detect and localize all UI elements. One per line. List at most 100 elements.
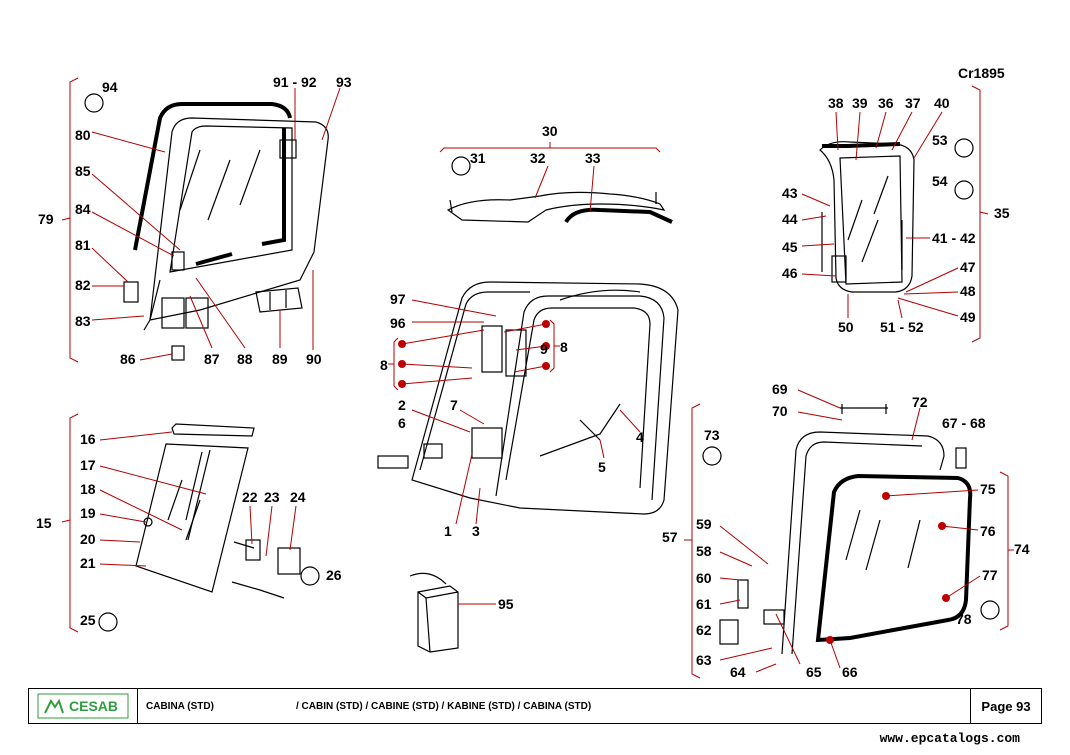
cesab-logo-icon: CESAB (37, 693, 129, 719)
control-unit-group: 95 (409, 572, 514, 653)
callout-60: 60 (696, 570, 712, 586)
callout-32: 32 (530, 150, 546, 166)
callout-96: 96 (390, 315, 406, 331)
roof-panel-part (446, 191, 666, 223)
callout-87: 87 (204, 351, 220, 367)
callout-89: 89 (272, 351, 288, 367)
callout-44: 44 (782, 211, 798, 227)
callout-31: 31 (470, 150, 486, 166)
callout-6: 6 (398, 415, 406, 431)
callout-49: 49 (960, 309, 976, 325)
callout-23: 23 (264, 489, 280, 505)
callout-74: 74 (1014, 541, 1030, 557)
callout-8-left: 8 (380, 357, 388, 373)
callout-82: 82 (75, 277, 91, 293)
callout-15: 15 (36, 515, 52, 531)
callout-75: 75 (980, 481, 996, 497)
callout-61: 61 (696, 596, 712, 612)
callout-25: 25 (80, 612, 96, 628)
side-window-frame-part (819, 141, 915, 293)
door-glass-seal-part (815, 473, 973, 643)
callout-50: 50 (838, 319, 854, 335)
callout-37: 37 (905, 95, 921, 111)
callout-48: 48 (960, 283, 976, 299)
callout-35: 35 (994, 205, 1010, 221)
callout-24: 24 (290, 489, 306, 505)
callout-46: 46 (782, 265, 798, 281)
exploded-parts-diagram: 94 80 85 79 84 81 82 83 86 87 88 89 90 9… (36, 65, 1030, 680)
callout-54: 54 (932, 173, 948, 189)
door-frame-part-right (781, 431, 945, 655)
callout-22: 22 (242, 489, 258, 505)
callout-7: 7 (450, 397, 458, 413)
callout-51-52: 51 - 52 (880, 319, 924, 335)
callout-3: 3 (472, 523, 480, 539)
right-door-group: 69 70 72 67 - 68 73 75 76 74 77 78 57 59… (662, 381, 1030, 680)
callout-64: 64 (730, 664, 746, 680)
callout-79: 79 (38, 211, 54, 227)
cab-frame-part (411, 281, 679, 515)
callout-78: 78 (956, 611, 972, 627)
callout-16: 16 (80, 431, 96, 447)
callout-59: 59 (696, 516, 712, 532)
page-number: Page 93 (970, 689, 1041, 723)
callout-94: 94 (102, 79, 118, 95)
callout-80: 80 (75, 127, 91, 143)
callout-84: 84 (75, 201, 91, 217)
connector-part (377, 455, 409, 469)
callout-19: 19 (80, 505, 96, 521)
callout-43: 43 (782, 185, 798, 201)
callout-85: 85 (75, 163, 91, 179)
callout-81: 81 (75, 237, 91, 253)
callout-1: 1 (444, 523, 452, 539)
callout-17: 17 (80, 457, 96, 473)
callout-30: 30 (542, 123, 558, 139)
door-frame-part (149, 117, 329, 321)
callout-2: 2 (398, 397, 406, 413)
callout-20: 20 (80, 531, 96, 547)
callout-77: 77 (982, 567, 998, 583)
callout-65: 65 (806, 664, 822, 680)
callout-9: 9 (540, 341, 548, 357)
catalog-code: Cr1895 (958, 65, 1005, 81)
callout-66: 66 (842, 664, 858, 680)
handle-part (171, 251, 185, 271)
callout-58: 58 (696, 543, 712, 559)
callout-39: 39 (852, 95, 868, 111)
callout-41-42: 41 - 42 (932, 230, 976, 246)
callout-91-92: 91 - 92 (273, 74, 317, 90)
callout-67-68: 67 - 68 (942, 415, 986, 431)
website-watermark: www.epcatalogs.com (879, 731, 1020, 746)
callout-53: 53 (932, 132, 948, 148)
cab-frame-group: 97 96 8 9 8 2 6 7 4 5 1 3 (377, 281, 679, 539)
door-seal-part (133, 102, 292, 251)
callout-47: 47 (960, 259, 976, 275)
callout-8-right: 8 (560, 339, 568, 355)
section-title-translations: / CABIN (STD) / CABINE (STD) / KABINE (S… (296, 700, 592, 712)
callout-63: 63 (696, 652, 712, 668)
side-window-group: Cr1895 38 39 36 37 40 53 54 35 43 44 (782, 65, 1010, 343)
footer-title: CABINA (STD) / CABIN (STD) / CABINE (STD… (138, 689, 970, 723)
callout-57: 57 (662, 529, 678, 545)
callout-73: 73 (704, 427, 720, 443)
callout-83: 83 (75, 313, 91, 329)
section-title: CABINA (STD) (146, 700, 214, 712)
callout-21: 21 (80, 555, 96, 571)
callout-4: 4 (636, 429, 644, 445)
callout-95: 95 (498, 596, 514, 612)
page-footer: CESAB CABINA (STD) / CABIN (STD) / CABIN… (28, 688, 1042, 724)
callout-36: 36 (878, 95, 894, 111)
callout-72: 72 (912, 394, 928, 410)
bag-icon (84, 93, 104, 113)
callout-38: 38 (828, 95, 844, 111)
callout-69: 69 (772, 381, 788, 397)
roof-assembly-group: 30 31 32 33 (439, 123, 673, 224)
callout-90: 90 (306, 351, 322, 367)
windshield-glass-part (135, 443, 249, 593)
wiper-arm-part (171, 423, 255, 437)
callout-5: 5 (598, 459, 606, 475)
callout-88: 88 (237, 351, 253, 367)
windshield-group: 16 17 18 19 15 20 21 22 23 24 26 25 (36, 413, 342, 633)
svg-text:CESAB: CESAB (69, 698, 118, 714)
control-unit-part (417, 585, 459, 653)
